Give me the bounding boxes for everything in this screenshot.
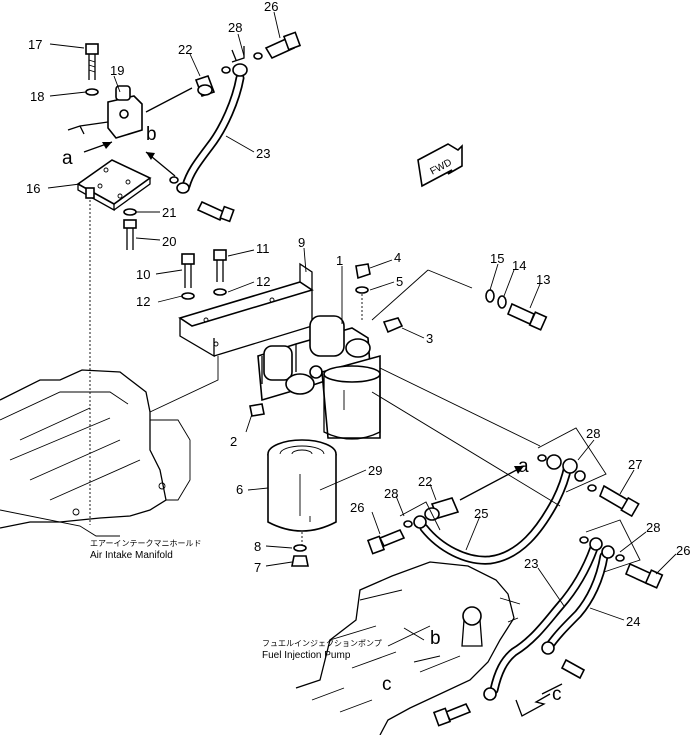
bracket-9 xyxy=(178,281,314,327)
adapter-22-upper xyxy=(194,74,216,98)
callout-25: 25 xyxy=(474,506,488,521)
air-manifold-label-jp: エアーインテークマニホールド xyxy=(90,539,202,548)
callout-numbers: 17 18 19 16 21 20 22 28 26 23 9 1 4 5 3 … xyxy=(26,0,690,629)
callout-26-lower-left: 26 xyxy=(350,500,364,515)
callout-4: 4 xyxy=(394,250,401,265)
callout-18: 18 xyxy=(30,89,44,104)
callout-10: 10 xyxy=(136,267,150,282)
fitting-2 xyxy=(249,403,265,417)
bolt-13 xyxy=(371,269,548,331)
callout-24: 24 xyxy=(626,614,640,629)
callout-1: 1 xyxy=(336,253,343,268)
drain-plug-7 xyxy=(291,555,309,567)
connector-b-lower: b xyxy=(430,628,441,649)
callout-7: 7 xyxy=(254,560,261,575)
callout-13: 13 xyxy=(536,272,550,287)
callout-26-upper: 26 xyxy=(264,0,278,14)
fitting-3 xyxy=(382,317,404,334)
gasket-5 xyxy=(355,286,369,294)
bracket-9-assembly xyxy=(149,249,314,413)
air-manifold-label-en: Air Intake Manifold xyxy=(90,550,173,561)
callout-26-right: 26 xyxy=(676,543,690,558)
callout-14: 14 xyxy=(512,258,526,273)
callout-15: 15 xyxy=(490,251,504,266)
callout-16: 16 xyxy=(26,181,40,196)
callout-9: 9 xyxy=(298,235,305,250)
callout-29: 29 xyxy=(368,463,382,478)
connector-b-upper: b xyxy=(146,124,157,145)
callout-22-lower: 22 xyxy=(418,474,432,489)
bolt-17-head xyxy=(85,43,99,55)
hose-23-upper xyxy=(169,31,302,223)
callout-8: 8 xyxy=(254,539,261,554)
engine-outline-left xyxy=(0,369,191,537)
bolt-20 xyxy=(123,219,137,229)
washer-18 xyxy=(85,88,99,96)
fuel-pump-label-jp: フュエルインジェクションポンプ xyxy=(262,639,382,648)
callout-17: 17 xyxy=(28,37,42,52)
callout-23-lower: 23 xyxy=(524,556,538,571)
washer-21 xyxy=(123,208,137,216)
callout-12-left: 12 xyxy=(136,294,150,309)
callout-19: 19 xyxy=(110,63,124,78)
leader-lines xyxy=(47,11,677,621)
callout-2: 2 xyxy=(230,434,237,449)
callout-12-right: 12 xyxy=(256,274,270,289)
callout-28-lower-left: 28 xyxy=(384,486,398,501)
fuel-pump-label-en: Fuel Injection Pump xyxy=(262,650,351,661)
connector-c-left: c xyxy=(382,674,392,695)
callout-28-right: 28 xyxy=(646,520,660,535)
callout-11: 11 xyxy=(256,241,270,256)
callout-28-top-right: 28 xyxy=(586,426,600,441)
callout-21: 21 xyxy=(162,205,176,220)
callout-22-upper: 22 xyxy=(178,42,192,57)
callout-23-upper: 23 xyxy=(256,146,270,161)
bolt-26-left xyxy=(378,528,406,548)
callout-27: 27 xyxy=(628,457,642,472)
bolt-11 xyxy=(213,249,227,261)
callout-5: 5 xyxy=(396,274,403,289)
engine-outline-bottom xyxy=(295,561,521,735)
bolt-10 xyxy=(181,253,195,265)
upper-sensor-assembly xyxy=(67,43,193,525)
callout-3: 3 xyxy=(426,331,433,346)
callout-20: 20 xyxy=(162,234,176,249)
callout-6: 6 xyxy=(236,482,243,497)
connector-letters: a b a b c c xyxy=(62,124,562,705)
callout-28-upper: 28 xyxy=(228,20,242,35)
filter-head-1 xyxy=(257,315,381,440)
component-labels: エアーインテークマニホールド Air Intake Manifold フュエルイ… xyxy=(90,539,382,661)
gasket-8 xyxy=(293,544,307,552)
filter-cartridge-6 xyxy=(267,439,337,532)
fwd-arrow: FWD xyxy=(417,143,463,188)
connector-a-lower: a xyxy=(518,456,529,477)
connector-a-upper: a xyxy=(62,148,73,169)
plug-4 xyxy=(355,263,371,322)
lower-hoses xyxy=(366,367,664,727)
connector-c-right: c xyxy=(552,684,562,705)
